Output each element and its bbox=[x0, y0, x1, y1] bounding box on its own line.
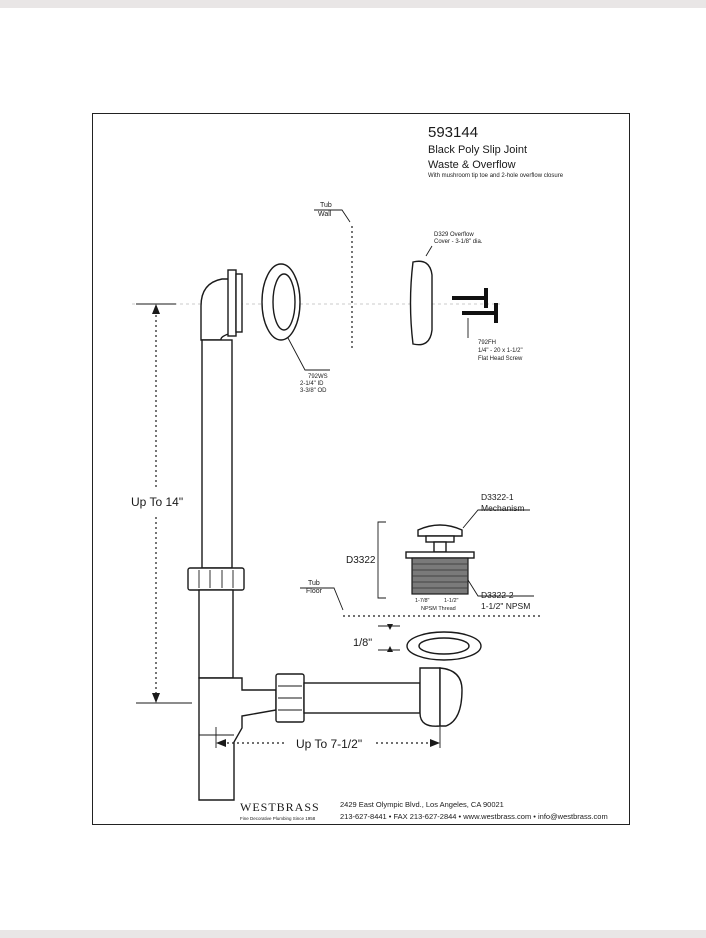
title-line-2: Waste & Overflow bbox=[428, 159, 516, 171]
washer-label-1: 792WS bbox=[308, 374, 328, 380]
screw-label-2: 1/4" - 20 x 1-1/2" bbox=[478, 348, 523, 354]
overflow-pipe-lower bbox=[198, 589, 234, 679]
tub-floor-label-2: Floor bbox=[306, 588, 323, 595]
gap-ext-lines bbox=[378, 625, 400, 651]
title-line-1: Black Poly Slip Joint bbox=[428, 144, 527, 156]
d3322-bracket bbox=[377, 521, 386, 599]
screw-label-3: Flat Head Screw bbox=[478, 356, 523, 362]
flat-head-screws bbox=[452, 288, 498, 323]
gap-arrow-bottom bbox=[387, 646, 393, 652]
washer-leader bbox=[287, 337, 330, 371]
cover-label-2: Cover - 3-1/8" dia. bbox=[434, 239, 483, 245]
slip-nut-upper bbox=[187, 567, 245, 591]
thread-lines bbox=[412, 563, 468, 589]
washer-label-3: 3-3/8" OD bbox=[300, 388, 327, 394]
waste-tee bbox=[198, 677, 277, 801]
bottom-edge bbox=[0, 930, 706, 938]
brand-tagline: Fine Decorative Plumbing Since 1958 bbox=[240, 816, 316, 821]
body-label-1: D3322-2 bbox=[481, 590, 514, 600]
tub-wall-label-2: Wall bbox=[318, 211, 332, 218]
mushroom-cap bbox=[417, 524, 463, 537]
width-arrow-right bbox=[430, 739, 440, 747]
npsm-thread-label: NPSM Thread bbox=[421, 606, 456, 612]
d3322-label: D3322 bbox=[346, 555, 376, 566]
overflow-cover bbox=[409, 260, 433, 346]
footer-address: 2429 East Olympic Blvd., Los Angeles, CA… bbox=[340, 800, 504, 809]
thread-dim-a: 1-7/8" bbox=[415, 598, 430, 604]
tub-wall-label-1: Tub bbox=[320, 202, 332, 209]
subtitle: With mushroom tip toe and 2-hole overflo… bbox=[428, 173, 564, 179]
height-arrow-bottom bbox=[152, 693, 160, 703]
gap-arrow-top bbox=[387, 624, 393, 630]
tub-floor-label-1: Tub bbox=[308, 580, 320, 587]
footer-contact: 213-627-8441 • FAX 213-627-2844 • www.we… bbox=[340, 812, 608, 821]
overflow-pipe-upper bbox=[201, 339, 233, 569]
top-edge bbox=[0, 0, 706, 8]
screw-label-1: 792FH bbox=[478, 340, 496, 346]
elbow-flange-lip bbox=[235, 273, 243, 333]
height-dimension: Up To 14" bbox=[131, 495, 183, 509]
body-leader bbox=[467, 579, 534, 597]
drain-gasket-hole bbox=[418, 637, 470, 655]
height-arrow-top bbox=[152, 304, 160, 314]
drawing-frame bbox=[92, 113, 630, 825]
width-dimension: Up To 7-1/2" bbox=[296, 737, 362, 751]
thread-dim-b: 1-1/2" bbox=[444, 598, 459, 604]
cover-label-1: D329 Overflow bbox=[434, 232, 474, 238]
mechanism-stem bbox=[433, 541, 447, 553]
model-number: 593144 bbox=[428, 124, 478, 141]
elbow-flange bbox=[227, 269, 237, 337]
brand-logo: WESTBRASS bbox=[240, 800, 320, 814]
drain-flange bbox=[405, 551, 475, 559]
gasket-gap-label: 1/8" bbox=[353, 637, 372, 649]
tub-wall-leader bbox=[314, 209, 351, 223]
tub-floor-leader bbox=[300, 587, 344, 611]
cover-leader bbox=[425, 245, 433, 257]
drain-shoe-elbow bbox=[419, 667, 441, 727]
mech-label-2: Mechanism bbox=[481, 503, 524, 513]
body-label-2: 1-1/2" NPSM bbox=[481, 601, 530, 611]
mechanism-collar bbox=[425, 535, 455, 543]
overflow-gasket-hole bbox=[272, 273, 296, 331]
width-arrow-left bbox=[216, 739, 226, 747]
drain-shoe-body bbox=[439, 667, 463, 727]
drain-shoe-pipe bbox=[303, 682, 421, 714]
washer-label-2: 2-1/4" ID bbox=[300, 381, 324, 387]
mech-leader bbox=[462, 509, 530, 529]
mech-label-1: D3322-1 bbox=[481, 492, 514, 502]
